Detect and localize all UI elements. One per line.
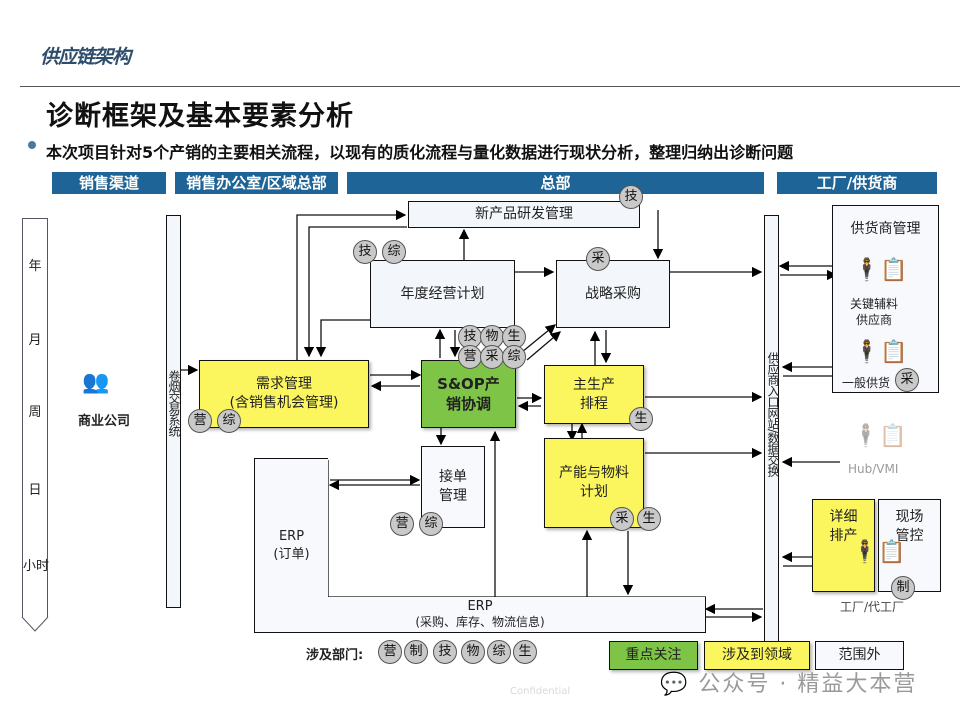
dept-production-icon: 生	[513, 640, 537, 664]
legend-involved-label: 涉及到领域	[722, 647, 792, 663]
dept-sales-icon: 营	[390, 512, 414, 536]
trading-system-label: 卷烟交易系统	[167, 370, 181, 436]
hub-vmi-label: Hub/VMI	[848, 462, 899, 476]
erp-main-subtitle: (采购、库存、物流信息)	[415, 615, 545, 630]
sop-subtitle: 销协调	[445, 395, 491, 413]
dept-production-icon: 生	[629, 407, 653, 431]
detail-schedule-title: 详细	[829, 509, 858, 525]
timeline-hour: 小时	[22, 559, 49, 574]
dept-general-icon: 综	[487, 640, 511, 664]
timeline-week: 周	[28, 405, 42, 420]
demand-mgmt-subtitle: (含销售机会管理)	[229, 395, 339, 411]
general-supplier-icon: 🕴📋	[853, 340, 908, 365]
dept-sales-icon: 营	[188, 409, 212, 433]
dept-manufacturing-icon: 制	[404, 640, 428, 664]
dept-production-icon: 生	[637, 507, 661, 531]
demand-mgmt-title: 需求管理	[256, 376, 312, 393]
timeline-year: 年	[28, 259, 42, 274]
key-supplier-icon: 🕴📋	[853, 258, 908, 283]
departments-label: 涉及部门:	[306, 648, 364, 663]
band-sales-channel: 销售渠道	[52, 172, 166, 194]
dept-sales-icon: 营	[378, 640, 402, 664]
sop-box[interactable]: S&OP产 销协调	[421, 360, 516, 428]
mps-title: 主生产	[573, 376, 615, 393]
timeline-arrow-icon	[21, 617, 49, 632]
erp-main-title: ERP	[467, 598, 493, 614]
onsite-control-box[interactable]: 现场 管控	[878, 499, 941, 592]
dept-tech-icon: 技	[433, 640, 457, 664]
strategic-purchase-label: 战略采购	[585, 285, 641, 302]
band-sales-office: 销售办公室/区域总部	[175, 172, 338, 194]
confidential-label: Confidential	[510, 686, 571, 697]
watermark: 💬 公众号 · 精益大本营	[660, 666, 917, 698]
section-title: 供应链架构	[40, 46, 131, 68]
dept-purchase-icon: 采	[610, 507, 634, 531]
supplier-mgmt-label: 供货商管理	[850, 221, 921, 237]
onsite-control-subtitle: 管控	[895, 527, 924, 544]
dept-general-icon: 综	[502, 345, 526, 369]
watermark-text: 公众号 · 精益大本营	[698, 672, 918, 697]
annual-plan-label: 年度经营计划	[400, 285, 485, 302]
wechat-icon: 💬	[660, 672, 690, 697]
legend-out-of-scope: 范围外	[815, 641, 904, 670]
capacity-plan-subtitle: 计划	[580, 484, 608, 500]
strategic-purchase-box[interactable]: 战略采购	[556, 260, 670, 328]
dept-purchase-icon: 采	[480, 345, 504, 369]
onsite-control-title: 现场	[895, 509, 924, 525]
key-supplier-line2: 供应商	[855, 313, 892, 328]
header-divider	[20, 86, 960, 87]
capacity-plan-box[interactable]: 产能与物料 计划	[544, 438, 644, 528]
factory-people-icon: 🕴📋	[851, 540, 906, 565]
band-headquarters: 总部	[347, 172, 764, 194]
dept-purchase-icon: 采	[895, 368, 919, 392]
supplier-mgmt-box[interactable]: 供货商管理	[832, 205, 939, 393]
dept-general-icon: 综	[217, 409, 241, 433]
sop-title: S&OP产	[437, 374, 500, 393]
new-product-label: 新产品研发管理	[475, 206, 573, 223]
order-mgmt-title: 接单	[439, 469, 467, 486]
supplier-portal-label: 供应商入口网站/数据交换	[766, 352, 780, 477]
commercial-company-label: 商业公司	[78, 414, 131, 429]
band-factory-supplier: 工厂/供货商	[777, 172, 937, 194]
dept-general-icon: 综	[382, 240, 406, 264]
detail-schedule-subtitle: 排产	[829, 527, 858, 544]
legend-focus: 重点关注	[609, 641, 698, 670]
capacity-plan-title: 产能与物料	[559, 465, 629, 482]
annual-plan-box[interactable]: 年度经营计划	[370, 260, 515, 328]
commercial-company-icon: 👥	[82, 370, 110, 395]
dept-purchase-icon: 采	[586, 247, 610, 271]
general-supplier-label: 一般供货	[842, 376, 891, 390]
hub-vmi-icon: 🕴📋	[852, 424, 907, 449]
dept-sales-icon: 营	[458, 345, 482, 369]
dept-manufacturing-icon: 制	[891, 576, 915, 600]
mps-subtitle: 排程	[580, 395, 608, 412]
dept-tech-icon: 技	[353, 240, 377, 264]
timeline-bar: 年 月 周 日 小时	[22, 218, 49, 618]
timeline-day: 日	[28, 483, 42, 498]
legend-out-of-scope-label: 范围外	[838, 647, 881, 663]
key-supplier-label: 关键辅料 供应商	[846, 296, 902, 328]
timeline-month: 月	[28, 333, 42, 348]
dept-tech-icon: 技	[619, 185, 643, 209]
dept-logistics-icon: 物	[461, 640, 485, 664]
bullet-icon	[28, 141, 36, 149]
erp-main-box[interactable]: ERP (采购、库存、物流信息)	[254, 597, 706, 633]
erp-order-title: ERP	[278, 528, 305, 544]
erp-order-subtitle: (订单)	[273, 546, 310, 562]
mps-box[interactable]: 主生产 排程	[544, 365, 644, 424]
legend-involved: 涉及到领域	[704, 641, 810, 670]
factory-label: 工厂/代工厂	[840, 600, 905, 614]
order-mgmt-subtitle: 管理	[439, 488, 467, 504]
trading-system-bar	[166, 215, 181, 608]
detail-schedule-box[interactable]: 详细 排产	[812, 499, 875, 592]
legend-focus-label: 重点关注	[625, 647, 682, 663]
new-product-box[interactable]: 新产品研发管理	[408, 201, 640, 228]
page-title: 诊断框架及基本要素分析	[46, 101, 354, 132]
subtitle: 本次项目针对5个产销的主要相关流程，以现有的质化流程与量化数据进行现状分析，整理…	[46, 143, 794, 162]
key-supplier-line1: 关键辅料	[849, 297, 898, 311]
dept-general-icon: 综	[419, 512, 443, 536]
